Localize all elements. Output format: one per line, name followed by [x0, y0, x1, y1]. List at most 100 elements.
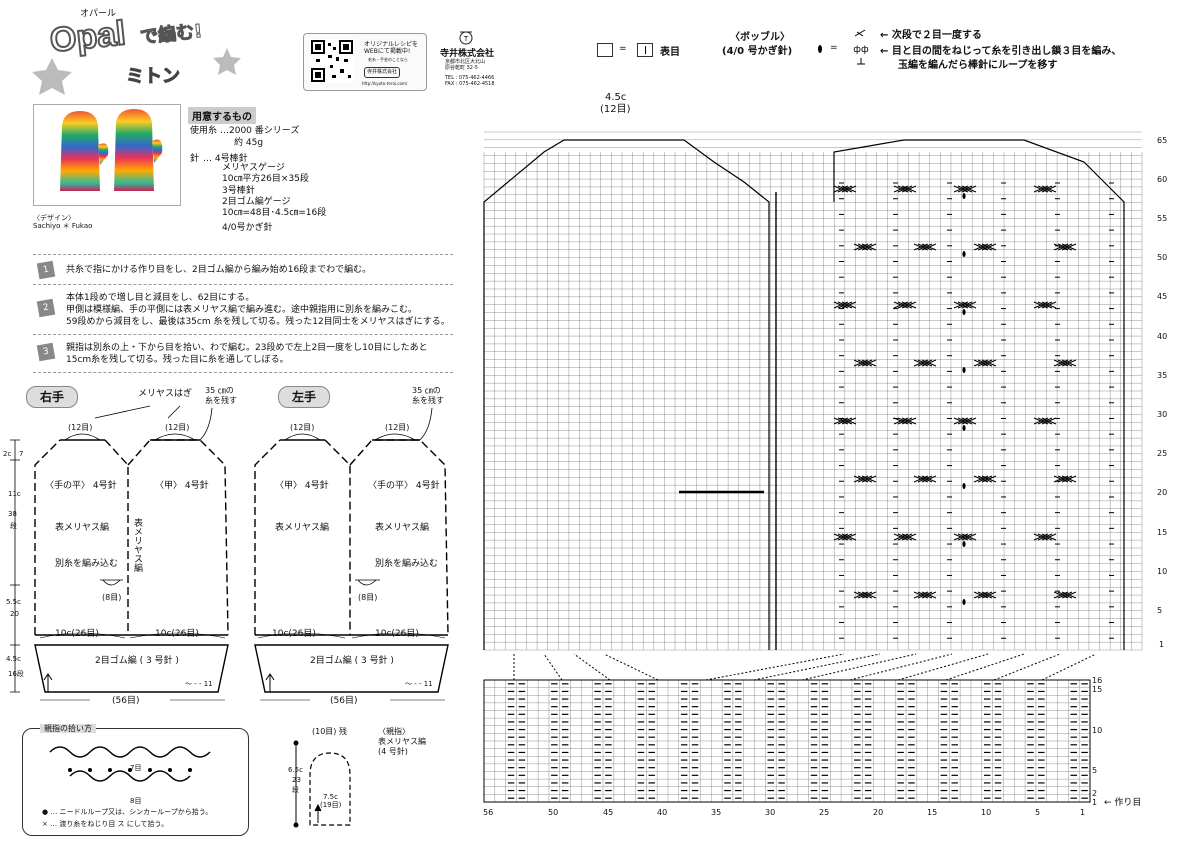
- cross-mark: [837, 417, 853, 425]
- col-label-20: 20: [873, 808, 884, 817]
- top12-r2: (12目): [165, 423, 190, 432]
- dim-20: 20: [10, 610, 19, 618]
- back-label-r: 〈甲〉 4号針: [155, 481, 209, 491]
- stockinette-l: 表メリヤス編: [275, 523, 330, 533]
- cross-mark: [1037, 301, 1053, 309]
- bobble-mark: [962, 425, 966, 431]
- cross-mark: [953, 185, 969, 193]
- cross-mark: [921, 243, 937, 251]
- cross-mark: [893, 301, 909, 309]
- cross-mark: [853, 591, 869, 599]
- wavy-r: 〜 - - 11: [185, 680, 213, 688]
- chart-symbols: [513, 182, 1114, 681]
- cross-mark: [833, 185, 849, 193]
- cross-mark: [917, 359, 933, 367]
- rib-row-label-5: 5: [1092, 766, 1098, 775]
- cross-mark: [897, 417, 913, 425]
- transition-line: [603, 653, 659, 681]
- col-label-25: 25: [819, 808, 830, 817]
- cross-mark: [1053, 359, 1069, 367]
- cross-mark: [857, 475, 873, 483]
- palm-label-r: 〈手の平〉 4号針: [45, 481, 117, 491]
- cross-mark: [837, 301, 853, 309]
- col-label-1: 1: [1080, 808, 1086, 817]
- leave35-a-left: 35 ㎝の: [412, 386, 441, 395]
- top12-l1: (12目): [290, 423, 315, 432]
- cross-mark: [917, 475, 933, 483]
- cross-mark: [1053, 475, 1069, 483]
- bobble-eq: =: [830, 43, 838, 53]
- cross-mark: [981, 591, 997, 599]
- star-decoration: [32, 48, 241, 95]
- thumb-pickup-box: [22, 728, 249, 836]
- svg-text:фф: фф: [853, 45, 869, 55]
- leave35-b-left: 糸を残す: [412, 396, 444, 405]
- cross-mark: [857, 591, 873, 599]
- cross-mark: [897, 533, 913, 541]
- cross-mark: [957, 417, 973, 425]
- cross-mark: [861, 243, 877, 251]
- col-label-30: 30: [765, 808, 776, 817]
- leave35-a-right: 35 ㎝の: [205, 386, 234, 395]
- row-label-55: 55: [1157, 214, 1168, 223]
- cross-mark: [981, 475, 997, 483]
- row-label-20: 20: [1157, 488, 1168, 497]
- cross-mark: [1057, 591, 1073, 599]
- cross-mark: [1033, 417, 1049, 425]
- transition-line: [1041, 653, 1097, 681]
- cross-mark: [953, 301, 969, 309]
- cross-mark: [1033, 301, 1049, 309]
- total56-r: (56目): [112, 696, 140, 706]
- dim-7: 7: [19, 450, 24, 458]
- cross-mark: [861, 359, 877, 367]
- cross-mark: [861, 591, 877, 599]
- needle-label: 針: [190, 154, 200, 164]
- thumb-75c: 7.5c: [323, 793, 338, 801]
- mitten-schematics: [10, 405, 449, 701]
- cross-mark: [913, 359, 929, 367]
- cross-mark: [973, 591, 989, 599]
- col-label-5: 5: [1035, 808, 1041, 817]
- step-text-1: 共糸で指にかける作り目をし、2目ゴム編から編み始め16段までわで編む。: [66, 265, 372, 275]
- svg-text:T: T: [463, 35, 469, 43]
- cross-mark: [853, 475, 869, 483]
- thumb-pickup-title: 親指の拾い方: [40, 724, 96, 733]
- thumb-pickup-diagram: [49, 746, 211, 782]
- yarn-weight: 約 45g: [234, 138, 264, 148]
- rib-l: 2目ゴム編 ( 3 号針 ): [310, 656, 394, 666]
- main-chart-grid: [483, 131, 1143, 651]
- cross-mark: [977, 359, 993, 367]
- transition-line: [543, 653, 563, 681]
- cross-mark: [921, 475, 937, 483]
- bobble-hook: (4/0 号かぎ針): [722, 46, 793, 57]
- rib-row-label-16: 16: [1092, 676, 1103, 685]
- col-label-56: 56: [483, 808, 494, 817]
- dim-11c: 11c: [8, 490, 21, 498]
- cross-mark: [917, 243, 933, 251]
- qr-url[interactable]: http://kyoto-terai.com/: [362, 81, 408, 86]
- qr-note1: オリジナルレシピを: [364, 41, 419, 48]
- col-label-40: 40: [657, 808, 668, 817]
- gauge2-value: 10㎝=48目･4.5㎝=16段: [222, 208, 327, 218]
- qr-note3: 毛糸・手芸のことなら: [368, 57, 408, 62]
- stockinette-r: 表メリヤス編: [55, 523, 110, 533]
- cross-mark: [977, 591, 993, 599]
- thumb8-r: (8目): [102, 593, 122, 602]
- cross-mark: [981, 243, 997, 251]
- cross-mark: [1053, 591, 1069, 599]
- company-addr1: 京都市北区大北山: [445, 59, 486, 65]
- cross-mark: [957, 533, 973, 541]
- bobble-mark: [962, 251, 966, 257]
- brand-logo: [22, 8, 252, 98]
- leave35-b-right: 糸を残す: [205, 396, 237, 405]
- thumb-title: 〈親指〉: [378, 727, 410, 736]
- bobble-note1: ← 次段で２目一度する: [880, 30, 982, 41]
- bobble-mark: [962, 309, 966, 315]
- cross-mark: [893, 185, 909, 193]
- row-label-25: 25: [1157, 449, 1168, 458]
- bobble-mark: [962, 193, 966, 199]
- mitten-image: [60, 109, 163, 191]
- cross-mark: [1061, 475, 1077, 483]
- qr-code-icon: [310, 39, 354, 83]
- company-addr2: 原谷乾町 32-5: [445, 65, 478, 71]
